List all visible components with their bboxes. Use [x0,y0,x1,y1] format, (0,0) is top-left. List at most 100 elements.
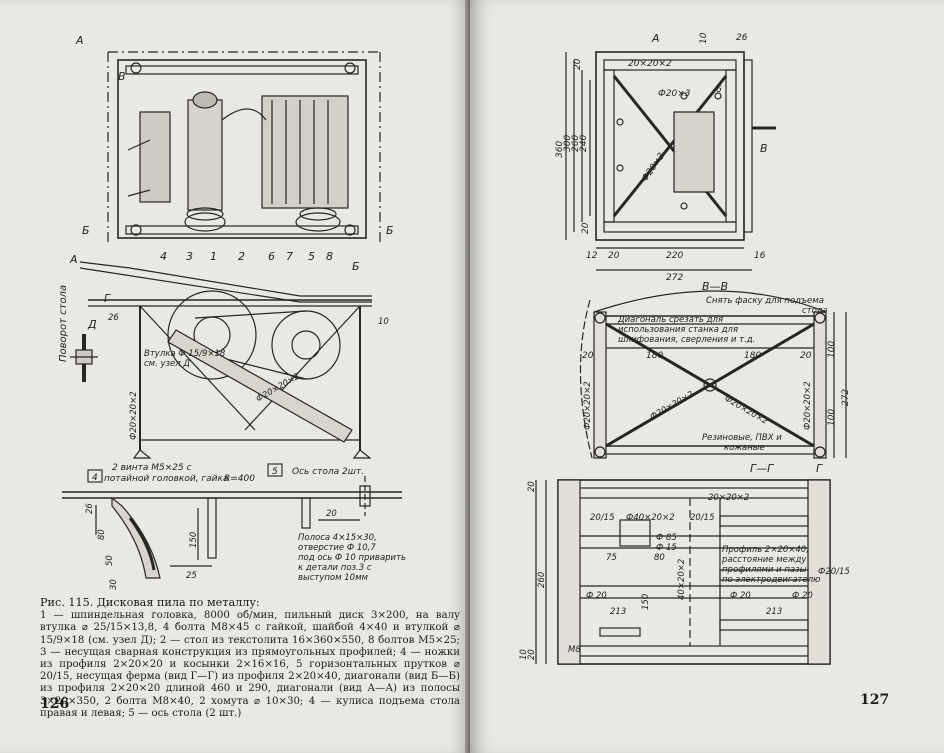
g-40x20-profile: 40×20×2 [677,559,687,600]
g-f85: Ф 85 [656,533,677,543]
figure-caption: Рис. 115. Дисковая пила по металлу: 1 — … [40,596,460,720]
g-dim-150: 150 [641,594,651,610]
screw-note-1: 2 винта М5×25 с [112,463,192,473]
screw-note-2: потайной головкой, гайка [104,474,228,484]
frame-drawings [535,51,847,665]
callout-3: 3 [186,250,193,263]
a-top-profile: 20×20×2 [628,59,672,69]
b-profile-left: Ф20×20×2 [583,381,593,430]
a-dim-12: 12 [586,251,598,261]
a-dim-26: 26 [736,33,748,43]
g-top-profile: 20×20×2 [708,493,749,503]
diagonal-note-2: использования станка для [618,325,738,335]
b-dim-180-right: 180 [744,351,761,361]
dim-25-label: 25 [186,571,197,581]
view-d-label: Д [87,318,97,331]
box-4-number: 4 [92,473,98,483]
view-a-label-right: А [651,32,660,45]
dim-26-lower-label: 26 [85,503,95,514]
view-b-label-side: Б [352,260,360,273]
diagonal-profile-label: Ф20×20×2 [255,372,302,405]
strip-note-4: к детали поз.3 с [298,563,372,573]
g-20-15-mid: 20/15 [690,513,715,523]
g-profile-note-4: по электродвигателю [722,575,820,585]
a-f20x3-lower: Ф20×3 [640,151,667,184]
table-rotation-label: Поворот стола [58,285,69,362]
caption-title: Рис. 115. Дисковая пила по металлу: [40,596,260,609]
g-profile-note-2: расстояние между [721,555,807,565]
dim-80-label: 80 [97,529,107,540]
view-bv-label: В—В [702,280,728,293]
view-b-label: Б [82,224,90,237]
g-dim-80: 80 [654,553,665,563]
rubber-note-2: кожаные [724,443,765,453]
strip-note-5: выступом 10мм [298,573,368,583]
bushing-note-1: Втулка Ф 15/9×18 [144,349,226,359]
g-f40-profile: Ф40×20×2 [626,513,675,523]
dim-26-label: 26 [108,313,119,323]
callout-8: 8 [326,250,333,263]
a-dim-260: 260 [571,135,581,152]
a-dim-20-bottom: 20 [581,222,591,234]
a-dim-272: 272 [666,273,683,283]
dim-20-lower-label: 20 [326,509,337,519]
b-profile-diag-left: Ф20×20×2 [649,390,696,423]
g-dim-10: 10 [519,649,529,660]
strip-note-1: Полоса 4×15×30, [298,533,377,543]
g-f20-mid: Ф 20 [730,591,751,601]
b-dim-20-left: 20 [582,351,594,361]
a-dim-20-row: 20 [608,251,620,261]
b-dim-20-right: 20 [800,351,812,361]
rubber-note-1: Резиновые, ПВХ и [702,433,782,443]
callout-6: 6 [268,250,275,263]
g-f20-15-right: Ф20/15 [818,567,850,577]
view-v-label: В [118,70,126,83]
chamfer-note-1: Снять фаску для подъема [706,296,824,306]
g-dim-75: 75 [606,553,617,563]
view-a-label-side: А [69,253,78,266]
g-f20-left: Ф 20 [586,591,607,601]
diagonal-note-1: Диагональ срезать для [617,315,723,325]
g-f15: Ф 15 [656,543,677,553]
saw-assembly-drawing [62,51,402,579]
left-page: А В Б Б А Б Г Д 4 3 1 2 6 7 5 8 Поворот … [0,0,470,753]
g-profile-note-1: Профиль 2×20×40, [722,545,809,555]
g-m8-bolt: М8 [568,645,581,655]
b-dim-180-left: 180 [646,351,663,361]
view-a-label: А [75,34,84,47]
view-g-label-right: Г [816,462,823,475]
view-v-label-right: В [760,142,768,155]
strip-note-2: отверстие Ф 10,7 [298,543,376,553]
box-5-number: 5 [272,467,278,477]
callout-2: 2 [238,250,245,263]
radius-label: R=400 [224,474,255,484]
g-f20-right: Ф 20 [792,591,813,601]
b-profile-right: Ф20×20×2 [803,381,813,430]
g-dim-20-top: 20 [527,481,537,492]
b-dim-100-upper: 100 [827,341,837,358]
chamfer-note-2: стола [802,306,827,316]
a-f20x3-upper: Ф20×3 [658,89,691,99]
g-20-15-left: 20/15 [590,513,615,523]
a-dim-6: 6 [716,85,722,95]
right-drawing-labels: А В 20×20×2 Ф20×3 Ф20×3 10 26 20 20 360 … [519,32,851,660]
a-dim-300: 300 [563,135,573,152]
axis-note: Ось стола 2шт. [292,467,364,477]
dim-30-label: 30 [109,579,119,590]
callout-4: 4 [160,250,167,263]
b-dim-100-lower: 100 [827,409,837,426]
dim-10-label: 10 [378,317,389,327]
a-dim-20-top: 20 [573,58,583,70]
leg-profile-label: Ф20×20×2 [129,391,139,440]
view-gg-label: Г—Г [750,462,774,475]
callout-7: 7 [286,250,293,263]
diagonal-note-3: шлифования, сверления и т.д. [618,335,755,345]
b-dim-272: 272 [841,389,851,406]
b-profile-diag-right: Ф20×20×2 [723,394,770,427]
g-dim-20-bottom: 20 [527,649,537,660]
a-dim-240: 240 [579,135,589,152]
page-number-left: 126 [40,696,70,712]
dim-50-label: 50 [105,555,115,566]
callout-1: 1 [210,250,217,263]
